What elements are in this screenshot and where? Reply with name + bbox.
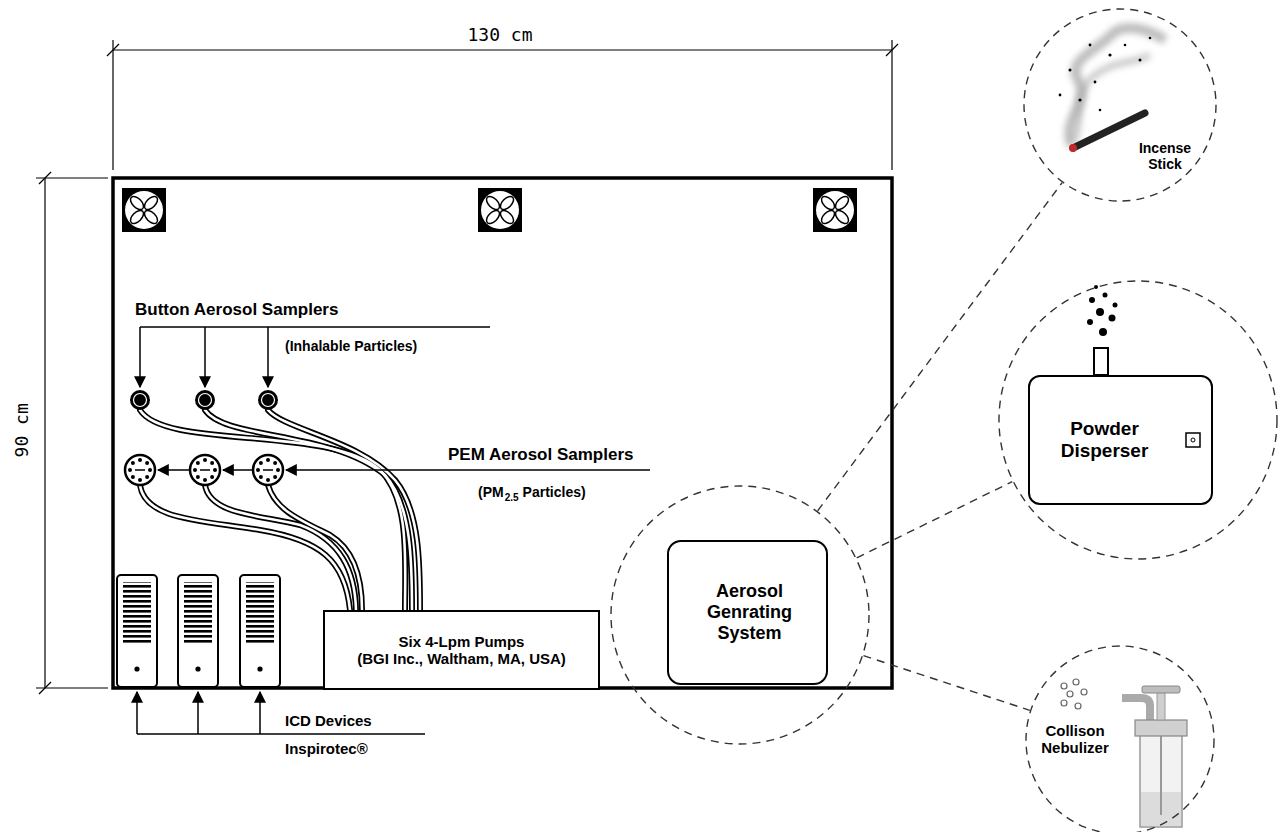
annotation-label: Inspirotec® <box>285 740 368 757</box>
zoom-connector <box>863 656 1029 711</box>
dashed-circle <box>1023 8 1217 202</box>
node-title: Aerosol Genrating System <box>679 581 820 643</box>
zoom-circle: Incense Stick <box>1023 8 1217 202</box>
dimension-label: 130 cm <box>467 25 532 46</box>
zoom-circle: Collison Nebulizer <box>1025 645 1215 832</box>
annotation-label: (Inhalable Particles) <box>285 338 417 354</box>
dimension-label: 90 cm <box>12 403 33 457</box>
annotation-label: Particles) <box>523 484 586 500</box>
zoom-connector <box>818 183 1062 511</box>
annotation-label: ICD Devices <box>285 712 372 729</box>
device-box: Aerosol Genrating System <box>667 540 828 685</box>
node-title: Six 4-Lpm Pumps <box>399 633 525 650</box>
node-title: Incense Stick <box>1125 140 1205 172</box>
pump-box: Six 4-Lpm Pumps(BGI Inc., Waltham, MA, U… <box>323 610 600 690</box>
annotation-label: 2.5 <box>505 492 519 504</box>
annotation-label: Button Aerosol Samplers <box>135 300 338 320</box>
annotation-label: (PM <box>478 484 504 500</box>
zoom-circle: Aerosol Genrating System <box>610 485 870 745</box>
node-subtitle: (BGI Inc., Waltham, MA, USA) <box>357 650 566 667</box>
node-title: Powder Disperser <box>1042 418 1167 462</box>
annotation-label: PEM Aerosol Samplers <box>448 445 634 465</box>
device-box: Powder Disperser <box>1028 375 1213 505</box>
node-title: Collison Nebulizer <box>1033 722 1117 757</box>
zoom-connector <box>857 482 1013 558</box>
zoom-circle: Powder Disperser <box>998 280 1278 560</box>
